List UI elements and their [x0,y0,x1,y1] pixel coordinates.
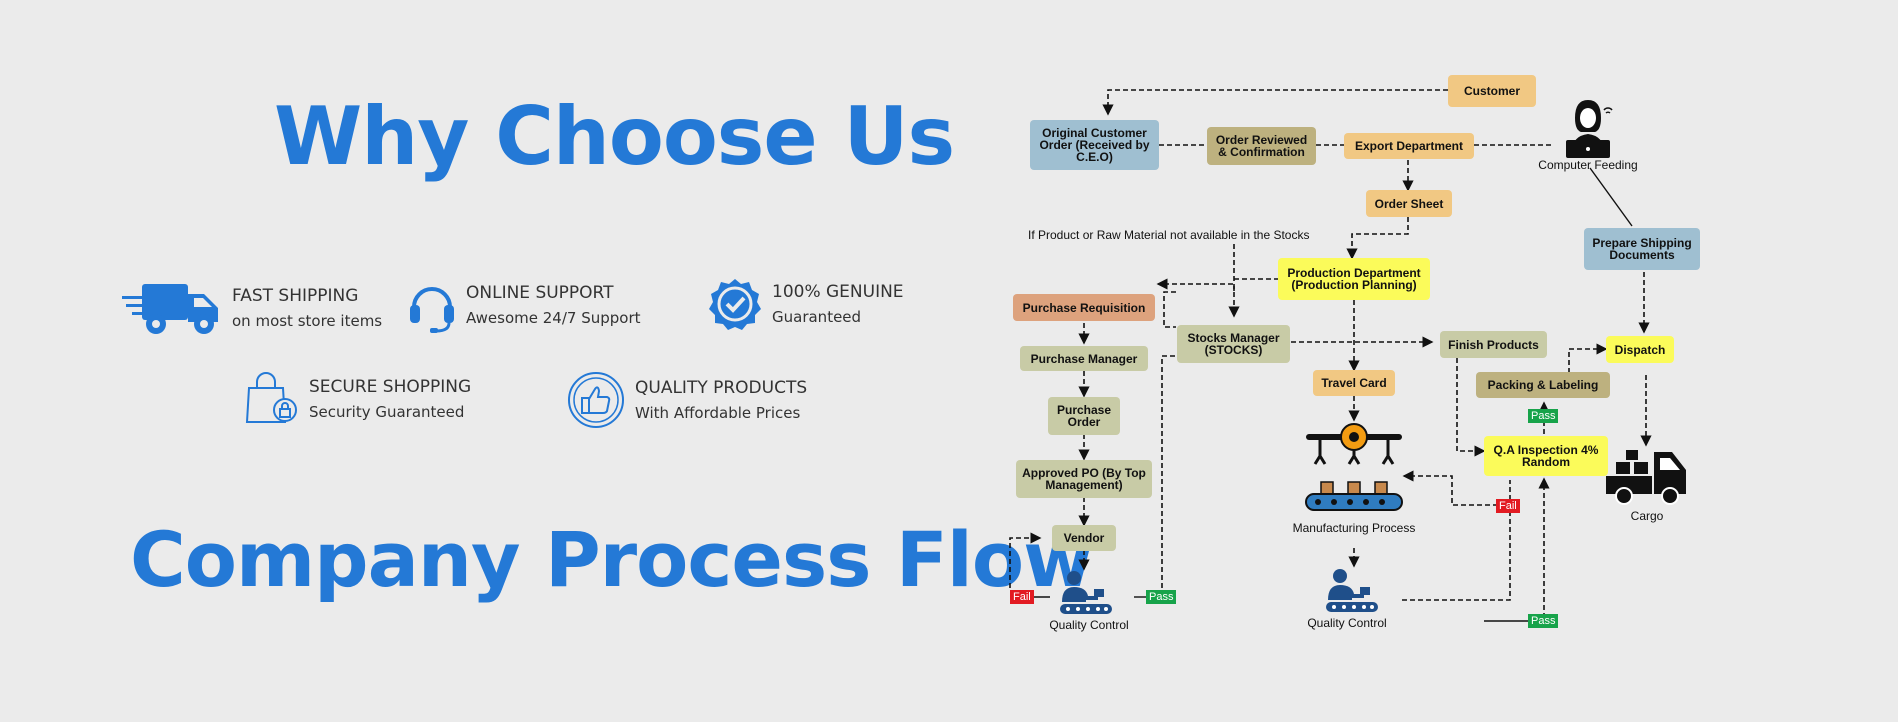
pass-tag: Pass [1528,614,1559,628]
dispatch-box: Dispatch [1606,336,1674,363]
shopping-bag-lock-icon [245,372,297,423]
feature-subtitle: Security Guaranteed [309,402,465,421]
feature-title: SECURE SHOPPING [309,376,472,397]
packing-labeling-box: Packing & Labeling [1476,372,1610,398]
computer-user-icon [1566,100,1613,158]
box-label: Export Department [1354,139,1464,153]
box-label: Finish Products [1448,337,1539,352]
fail-tag: Fail [1496,499,1520,513]
export-department-box: Export Department [1344,133,1474,159]
box-label: Vendor [1063,531,1105,545]
box-label: Stocks Manager (STOCKS) [1187,331,1280,357]
box-label: Prepare Shipping Documents [1592,236,1692,262]
manufacturing-process-label: Manufacturing Process [1292,521,1416,535]
manufacturing-robot-arms-icon [1305,423,1403,511]
quality-control-worker-icon [1326,569,1378,612]
production-department-box: Production Department (Production Planni… [1278,258,1430,300]
feature-secure-shopping: SECURE SHOPPING Security Guaranteed [245,372,471,426]
purchase-manager-box: Purchase Manager [1020,346,1148,371]
stocks-manager-box: Stocks Manager (STOCKS) [1177,325,1290,363]
truck-icon [122,284,218,334]
feature-quality-products: QUALITY PRODUCTS With Affordable Prices [567,371,807,429]
company-process-flow-heading: Company Process Flow [130,515,1093,604]
quality-control-label: Quality Control [1307,616,1387,630]
order-reviewed-box: Order Reviewed & Confirmation [1207,127,1316,165]
feature-title: 100% GENUINE [772,281,904,302]
box-label: Approved PO (By Top Management) [1022,466,1146,492]
feature-subtitle: Guaranteed [772,307,862,326]
feature-title: ONLINE SUPPORT [466,282,614,303]
box-label: Purchase Requisition [1022,300,1146,315]
fail-tag: Fail [1010,590,1034,604]
feature-subtitle: on most store items [232,311,383,330]
thumbs-up-icon [568,372,624,428]
customer-box: Customer [1448,75,1536,107]
stock-unavailable-note: If Product or Raw Material not available… [1028,228,1310,242]
pass-tag: Pass [1528,409,1559,423]
pass-tag: Pass [1146,590,1177,604]
box-label: Purchase Order [1056,403,1112,429]
verified-badge-icon [709,279,761,330]
box-label: Packing & Labeling [1487,378,1599,392]
computer-feeding-label: Computer Feeding [1538,158,1638,172]
feature-title: FAST SHIPPING [232,285,359,306]
box-label: Production Department (Production Planni… [1287,266,1421,292]
box-label: Dispatch [1614,342,1666,357]
feature-fast-shipping: FAST SHIPPING on most store items [122,280,382,336]
box-label: Order Reviewed & Confirmation [1215,133,1308,159]
quality-control-worker-icon [1060,571,1112,614]
approved-po-box: Approved PO (By Top Management) [1016,460,1152,498]
feature-title: QUALITY PRODUCTS [635,377,808,398]
cargo-truck-icon [1606,450,1686,505]
feature-subtitle: With Affordable Prices [635,403,801,422]
box-label: Q.A Inspection 4% Random [1493,443,1599,469]
box-label: Travel Card [1321,376,1387,390]
qa-inspection-box: Q.A Inspection 4% Random [1484,436,1608,476]
box-label: Order Sheet [1374,196,1444,211]
feature-online-support: ONLINE SUPPORT Awesome 24/7 Support [408,277,641,333]
quality-control-label: Quality Control [1049,618,1129,632]
travel-card-box: Travel Card [1313,370,1395,396]
box-label: Original Customer Order (Received by C.E… [1039,126,1150,164]
cargo-label: Cargo [1630,509,1664,523]
headset-icon [410,287,454,333]
why-choose-us-heading: Why Choose Us [274,90,955,183]
feature-subtitle: Awesome 24/7 Support [466,308,641,327]
finish-products-box: Finish Products [1440,331,1547,358]
vendor-box: Vendor [1052,525,1116,551]
prepare-shipping-box: Prepare Shipping Documents [1584,228,1700,270]
feature-genuine: 100% GENUINE Guaranteed [708,277,904,331]
box-label: Purchase Manager [1030,351,1138,366]
original-order-box: Original Customer Order (Received by C.E… [1030,120,1159,170]
box-label: Customer [1463,84,1520,98]
purchase-order-box: Purchase Order [1048,397,1120,435]
purchase-requisition-box: Purchase Requisition [1013,294,1155,321]
order-sheet-box: Order Sheet [1366,190,1452,217]
